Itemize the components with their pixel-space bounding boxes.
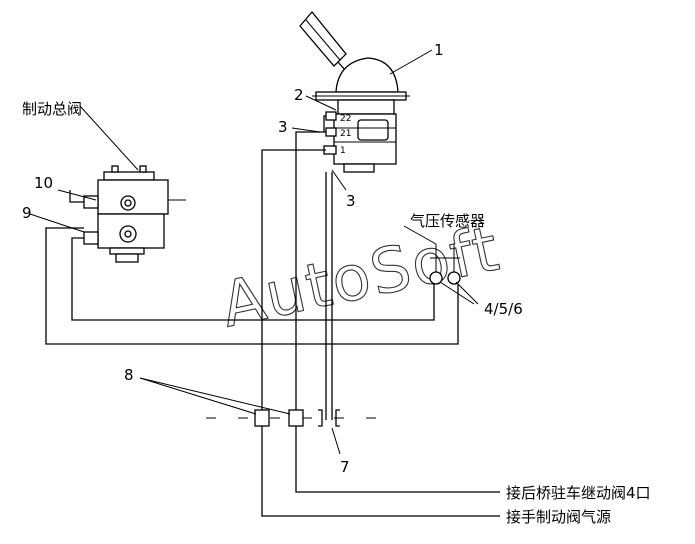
rear-axle-relay-label: 接后桥驻车继动阀4口	[506, 484, 651, 502]
callout-3-upper: 3	[278, 118, 288, 136]
brake-master-valve-label: 制动总阀	[22, 100, 82, 118]
callout-3-lower: 3	[346, 192, 356, 210]
air-pipes	[45, 115, 500, 517]
watermark: AutoSoft	[215, 211, 506, 341]
callout-9: 9	[22, 204, 32, 222]
callout-1: 1	[434, 41, 444, 59]
pipe-fittings	[139, 377, 380, 455]
callout-10: 10	[34, 174, 53, 192]
valve-dome	[335, 57, 399, 93]
port-21-label: 21	[340, 129, 351, 139]
callout-4-5-6: 4/5/6	[484, 300, 523, 318]
port-22-label: 22	[340, 114, 351, 124]
pressure-sensor-label: 气压传感器	[410, 212, 485, 230]
hand-brake-supply-label: 接手制动阀气源	[506, 508, 611, 526]
pressure-sensors	[429, 244, 479, 305]
port-1-label: 1	[340, 146, 346, 156]
callout-2: 2	[294, 86, 304, 104]
callout-7: 7	[340, 458, 350, 476]
valve-lever-handle	[299, 10, 347, 67]
brake-master-valve	[79, 105, 186, 263]
hand-brake-valve: 22 21 1	[299, 10, 410, 173]
callout-8: 8	[124, 366, 134, 384]
